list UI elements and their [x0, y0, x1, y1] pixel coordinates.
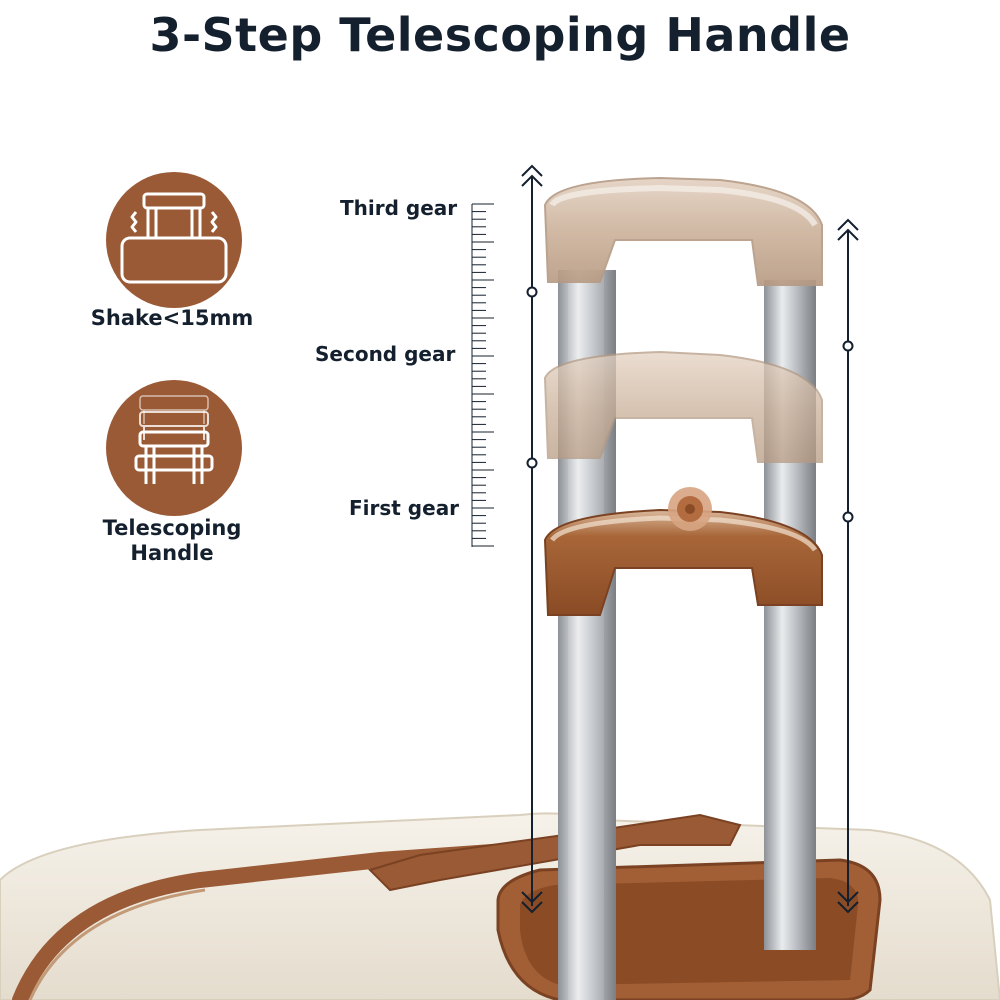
second-gear-label: Second gear: [315, 342, 456, 366]
telescoping-handle-icon: [134, 395, 214, 484]
telescoping-icon-circle: [106, 380, 242, 516]
shake-handle-icon: [120, 192, 228, 284]
height-arrow-right: [837, 218, 859, 914]
shake-icon-circle: [106, 172, 242, 308]
third-gear-label: Third gear: [340, 196, 458, 220]
shake-label: Shake<15mm: [90, 306, 254, 330]
telescoping-label-line2: Handle: [130, 541, 214, 565]
telescoping-label: Telescoping Handle: [42, 516, 302, 566]
handle-second-gear: [543, 350, 823, 463]
handle-third-gear: [543, 176, 823, 286]
suitcase-body: [0, 812, 1000, 1000]
telescoping-label-line1: Telescoping: [102, 516, 242, 540]
ruler: [471, 203, 494, 547]
first-gear-label: First gear: [349, 496, 460, 520]
page-title: 3-Step Telescoping Handle: [149, 8, 851, 62]
height-arrow-left: [521, 164, 543, 914]
handle-first-gear: [543, 487, 823, 616]
